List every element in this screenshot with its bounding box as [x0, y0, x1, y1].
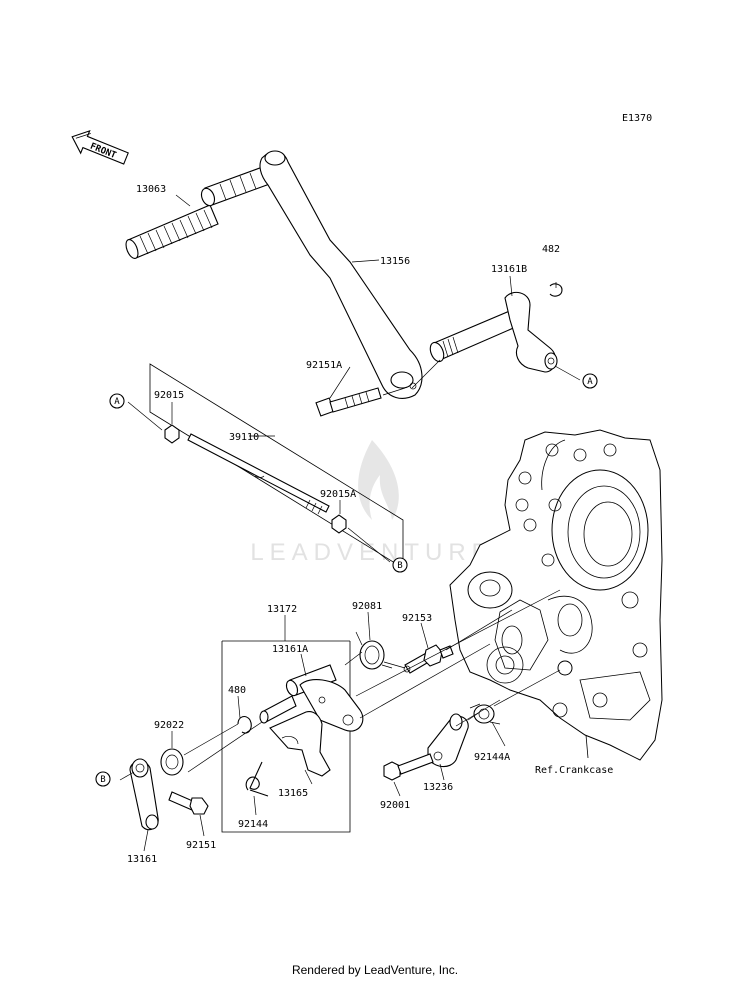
leader-lines: [143, 194, 557, 852]
bolt-92001: [383, 753, 434, 781]
diagram-code: E1370: [622, 113, 652, 124]
crankcase-outline: [449, 429, 663, 761]
label-92153: 92153: [402, 613, 432, 624]
label-13236: 13236: [423, 782, 453, 793]
spring-92144a: [469, 703, 501, 725]
marker-a-right: A: [582, 373, 598, 389]
label-92081: 92081: [352, 601, 382, 612]
marker-b-left: B: [95, 771, 111, 787]
label-13063: 13063: [136, 184, 166, 195]
washer-92022: [160, 748, 184, 776]
label-13165: 13165: [278, 788, 308, 799]
label-92144a: 92144A: [474, 752, 510, 763]
svg-text:A: A: [114, 397, 120, 407]
bolt-92151: [168, 791, 209, 815]
marker-a-left: A: [109, 393, 125, 409]
label-13156: 13156: [380, 256, 410, 267]
svg-text:A: A: [587, 377, 593, 387]
label-39110: 39110: [229, 432, 259, 443]
label-92001: 92001: [380, 800, 410, 811]
label-13161: 13161: [127, 854, 157, 865]
footer-credit: Rendered by LeadVenture, Inc.: [291, 963, 459, 977]
circlip-480: [237, 715, 252, 734]
label-92015: 92015: [154, 390, 184, 401]
shift-pedal: [200, 150, 423, 399]
label-92151a: 92151A: [306, 360, 342, 371]
svg-text:B: B: [100, 775, 105, 785]
lever-13236: [427, 713, 469, 768]
shift-arm-13161: [129, 758, 159, 831]
plate-13165: [269, 711, 331, 777]
label-92015a: 92015A: [320, 489, 356, 500]
bolt-92153: [403, 644, 454, 674]
label-92144: 92144: [238, 819, 268, 830]
label-92151: 92151: [186, 840, 216, 851]
label-13161a: 13161A: [272, 644, 308, 655]
label-ref-crankcase: Ref.Crankcase: [535, 765, 613, 776]
spring-92081: [355, 631, 393, 670]
label-482: 482: [542, 244, 560, 255]
pedal-rubber: [125, 204, 219, 260]
spring-92144: [245, 761, 269, 797]
label-92022: 92022: [154, 720, 184, 731]
shift-shaft-13161a: [259, 664, 364, 732]
front-arrow-icon: FRONT: [71, 129, 129, 165]
marker-b-right: B: [392, 557, 408, 573]
watermark-text: LEADVENTURE: [250, 539, 493, 566]
shift-shaft-upper: [429, 283, 563, 373]
part-labels: 13063 13156 482 13161B 92151A 92015 3911…: [127, 184, 613, 865]
svg-text:B: B: [397, 561, 402, 571]
label-13161b: 13161B: [491, 264, 527, 275]
assembly-lines: [119, 359, 581, 781]
label-480: 480: [228, 685, 246, 696]
label-13172: 13172: [267, 604, 297, 615]
bolt-92151a: [315, 387, 382, 417]
watermark: LEADVENTURE: [250, 440, 493, 566]
